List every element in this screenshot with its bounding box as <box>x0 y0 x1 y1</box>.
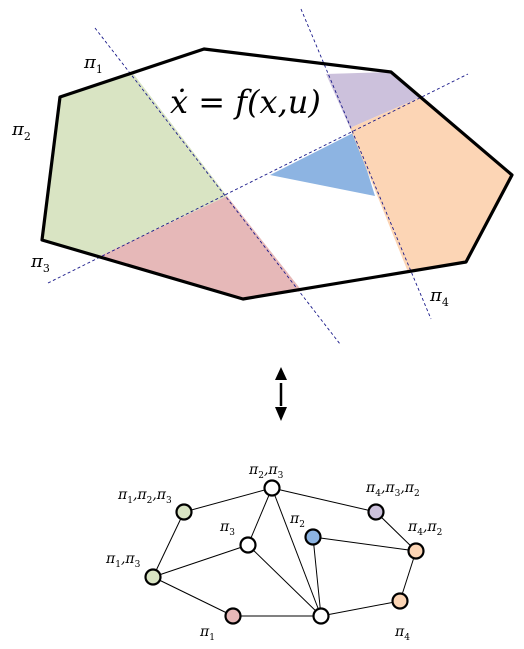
graph-node-n-red <box>224 607 242 625</box>
label-pi2: π2 <box>11 119 31 143</box>
label-pi1: π1 <box>83 52 103 76</box>
region-red <box>100 196 302 299</box>
graph-edge-n_orange_top-n_orange_bottom <box>399 550 417 602</box>
correspondence-arrow <box>275 367 287 421</box>
graph-edge-n_purple-n_orange_top <box>375 511 417 552</box>
equation-rhs: = f(x,u) <box>188 83 321 121</box>
graph-edge-n_green_top-n_green_left <box>152 511 185 578</box>
partition-line-pi3 <box>47 73 469 284</box>
region-blue <box>270 132 375 196</box>
graph-edge-n_bottom_white-n_orange_bottom <box>320 600 401 617</box>
partition-lines <box>47 8 469 345</box>
partition-line-pi1 <box>94 27 341 345</box>
graph-node-n-green-top <box>175 503 193 521</box>
graph-label-n-green-left: π1,π3 <box>105 551 141 570</box>
graph-label-n-purple: π4,π3,π2 <box>365 480 420 499</box>
graph-label-n-red: π1 <box>199 624 215 643</box>
graph-node-n-orange-top <box>407 542 425 560</box>
graph-edge-n_mid_white-n_bottom_white <box>247 544 322 617</box>
region-purple <box>326 72 421 128</box>
graph-label-n-orange-bottom: π4 <box>394 624 410 643</box>
graph-node-n-orange-bottom <box>391 592 409 610</box>
graph-edges <box>152 487 417 617</box>
graph-label-n-blue: π2 <box>289 511 305 530</box>
arrow-head-up <box>275 367 287 380</box>
graph-node-n-top <box>263 479 281 497</box>
graph-edge-n_top-n_mid_white <box>247 487 273 546</box>
region-orange <box>350 97 512 272</box>
dynamics-equation: ẋ = f(x,u) <box>170 83 321 121</box>
graph-node-n-green-left <box>144 568 162 586</box>
state-space-boundary <box>40 47 514 301</box>
graph-node-n-bottom-white <box>312 607 330 625</box>
graph-label-n-mid-white: π3 <box>219 519 235 538</box>
graph-edge-n_green_left-n_mid_white <box>152 544 249 578</box>
graph-node-n-purple <box>367 503 385 521</box>
graph-edge-n_green_top-n_top <box>183 487 273 513</box>
region-green <box>42 72 227 256</box>
graph-edge-n_green_left-n_red <box>152 576 234 617</box>
graph-labels: π2,π3 π1,π2,π3 π3 π2 π4,π3,π2 π4,π2 π1,π3 π1 π4 <box>105 462 442 643</box>
graph-node-n-blue <box>304 528 322 546</box>
arrow-head-down <box>275 407 287 421</box>
graph-node-n-mid-white <box>239 536 257 554</box>
graph-label-n-orange-top: π4,π2 <box>407 519 442 538</box>
partition-labels: π1 π2 π3 π4 <box>11 52 449 309</box>
graph-edge-n_top-n_bottom_white <box>271 487 322 617</box>
graph-nodes <box>144 479 425 625</box>
graph-label-n-green-top: π1,π2,π3 <box>117 487 172 506</box>
graph-edge-n_blue-n_bottom_white <box>312 536 322 617</box>
label-pi3: π3 <box>30 251 50 275</box>
graph-label-n-top: π2,π3 <box>248 462 284 481</box>
label-pi4: π4 <box>429 285 449 309</box>
graph-edge-n_blue-n_orange_top <box>312 536 417 552</box>
equation-lhs: ẋ <box>170 83 188 121</box>
graph-edge-n_top-n_purple <box>271 487 377 513</box>
partition-line-pi4 <box>300 8 432 320</box>
